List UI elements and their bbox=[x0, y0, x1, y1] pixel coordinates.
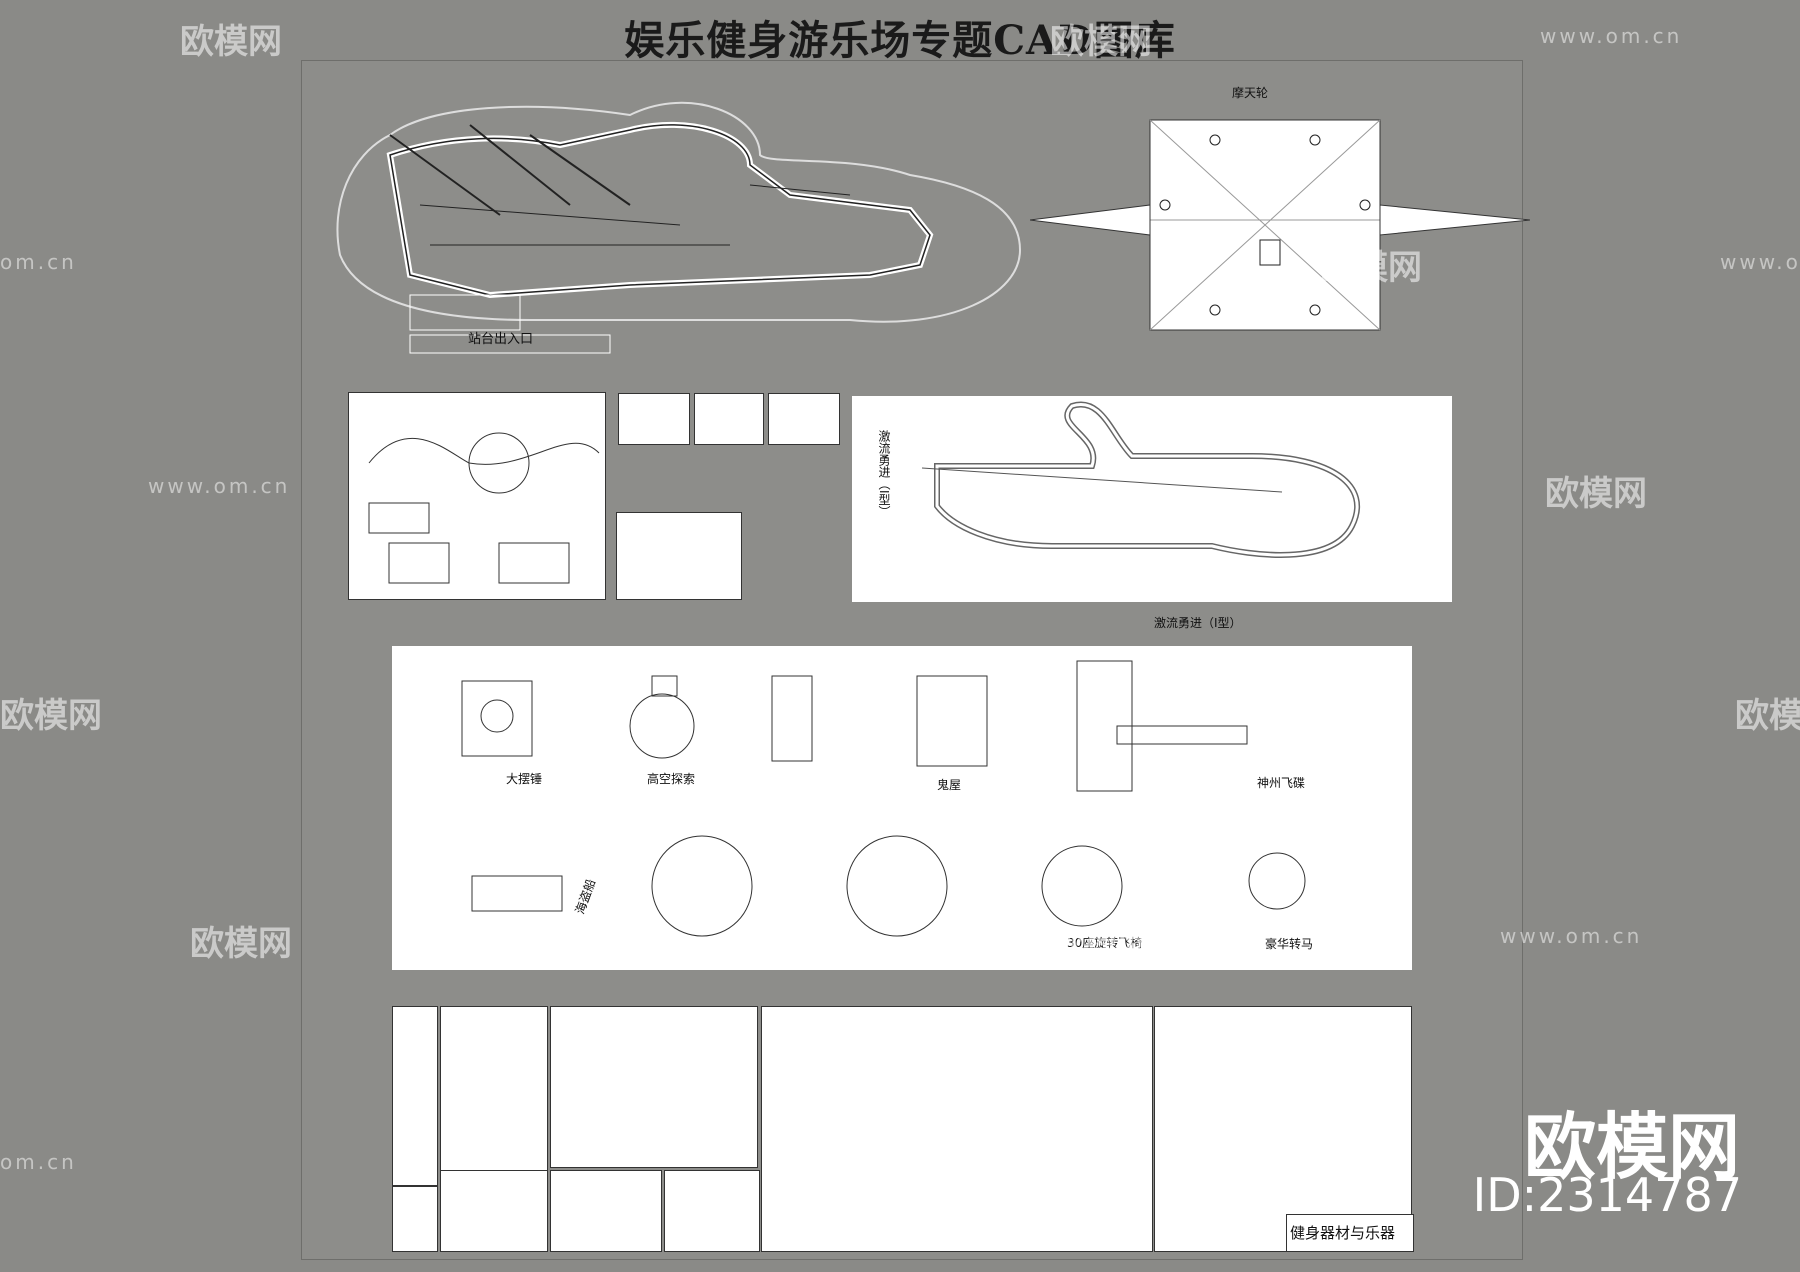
ride-label: 大摆锤 bbox=[506, 772, 543, 786]
ferris-wheel-title: 摩天轮 bbox=[1232, 86, 1269, 100]
rafting-vertical-label: 激流勇进（I型） bbox=[877, 430, 891, 518]
library-sheet-3 bbox=[440, 1006, 548, 1174]
library-sheet-1 bbox=[392, 1006, 438, 1186]
roller-coaster-plan bbox=[336, 101, 1022, 354]
brand-logo-text: 欧模网 bbox=[1523, 1105, 1740, 1189]
library-sheet-2 bbox=[392, 1186, 438, 1252]
watermark-url: om.cn bbox=[0, 250, 77, 274]
watermark-brand: 欧模网 bbox=[1735, 696, 1800, 736]
sheet-thumb-2 bbox=[694, 393, 764, 445]
ferris-wheel-plan bbox=[1030, 119, 1530, 331]
sheet-thumb-3 bbox=[768, 393, 840, 445]
sheet-thumb-4 bbox=[616, 512, 742, 600]
library-sheet-6 bbox=[550, 1170, 662, 1252]
ride-label: 豪华转马 bbox=[1265, 937, 1314, 951]
watermark-url: www.om.cn bbox=[1500, 924, 1643, 948]
fitness-caption-box bbox=[1286, 1214, 1414, 1252]
fitness-sheet bbox=[1154, 1006, 1412, 1252]
sheet-thumb-1 bbox=[618, 393, 690, 445]
aircraft-sheet bbox=[761, 1006, 1153, 1252]
ride-label: 高空探索 bbox=[647, 772, 696, 786]
watermark-brand: 欧模网 bbox=[1050, 22, 1152, 62]
watermark-url: www.om.cn bbox=[1720, 250, 1800, 274]
library-sheet-4 bbox=[440, 1170, 548, 1252]
fitness-caption: 健身器材与乐器 bbox=[1290, 1224, 1396, 1242]
ride-label: 鬼屋 bbox=[937, 778, 962, 792]
watermark-brand: 欧模网 bbox=[190, 924, 292, 964]
rafting-panel bbox=[852, 396, 1452, 602]
watermark-brand: 欧模网 bbox=[1545, 474, 1647, 514]
watermark-brand: 欧模网 bbox=[0, 696, 102, 736]
library-sheet-7 bbox=[664, 1170, 760, 1252]
rides-panel bbox=[392, 646, 1412, 970]
rafting-caption: 激流勇进（I型） bbox=[1154, 616, 1242, 630]
watermark-brand: 欧模网 bbox=[1320, 248, 1422, 288]
page-title: 娱乐健身游乐场专题CAD图库 bbox=[624, 17, 1176, 64]
watermark-brand: 欧模网 bbox=[180, 22, 282, 62]
library-sheet-5 bbox=[550, 1006, 758, 1168]
water-park-sheet bbox=[348, 392, 606, 600]
watermark-url: www.om.cn bbox=[148, 474, 291, 498]
watermark-brand: 欧模网 bbox=[1050, 924, 1152, 964]
ride-label: 神州飞碟 bbox=[1257, 776, 1306, 790]
model-id: ID:2314787 bbox=[1472, 1168, 1742, 1222]
ride-label: 30座旋转飞椅 bbox=[1067, 936, 1143, 950]
watermark-url: om.cn bbox=[0, 1150, 77, 1174]
watermark-url: www.om.cn bbox=[1540, 24, 1683, 48]
coaster-entrance-label: 站台出入口 bbox=[468, 332, 534, 347]
